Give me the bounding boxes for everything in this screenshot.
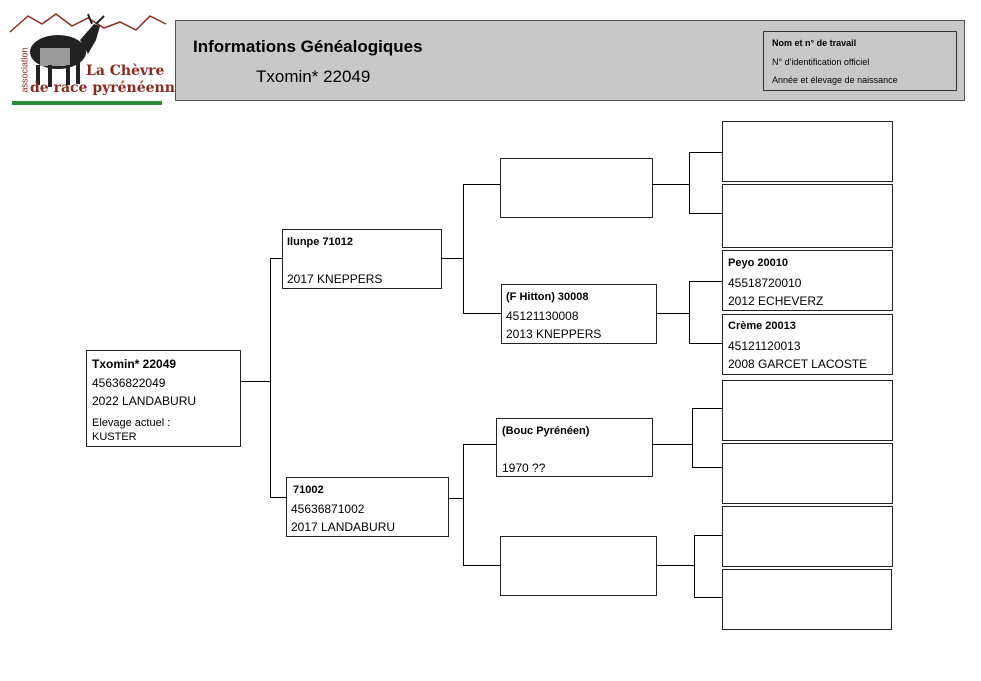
- dam-dam-card[interactable]: [500, 536, 657, 596]
- subject-id: 45636822049: [92, 376, 166, 390]
- animal-heading: Txomin* 22049: [256, 67, 371, 86]
- logo-graphic: [9, 13, 167, 87]
- sire-card[interactable]: Ilunpe 71012 2017 KNEPPERS: [282, 229, 442, 289]
- dam-card[interactable]: 71002 45636871002 2017 LANDABURU: [286, 477, 449, 537]
- header-bar: [175, 20, 965, 101]
- logo: association: [8, 10, 168, 105]
- ggp4-birth: 2008 GARCET LACOSTE: [728, 357, 868, 371]
- subject-birth: 2022 LANDABURU: [92, 394, 197, 408]
- subject-current-herd: KUSTER: [92, 431, 137, 443]
- dam-sire-birth: 1970 ??: [502, 461, 546, 475]
- sire-birth: 2017 KNEPPERS: [287, 272, 383, 286]
- great-grandparent-4[interactable]: Crème 20013 45121120013 2008 GARCET LACO…: [722, 314, 893, 375]
- dam-name: 71002: [293, 484, 324, 496]
- great-grandparent-1[interactable]: [722, 121, 893, 182]
- dam-sire-name: (Bouc Pyrénéen): [502, 425, 590, 437]
- sire-dam-birth: 2013 KNEPPERS: [506, 327, 602, 341]
- great-grandparent-3[interactable]: Peyo 20010 45518720010 2012 ECHEVERZ: [722, 250, 893, 311]
- sire-sire-card[interactable]: [500, 158, 653, 218]
- great-grandparent-8[interactable]: [722, 569, 892, 630]
- ggp4-name: Crème 20013: [728, 320, 796, 332]
- dam-birth: 2017 LANDABURU: [291, 520, 396, 534]
- great-grandparent-2[interactable]: [722, 184, 893, 248]
- sire-name: Ilunpe 71012: [287, 236, 354, 248]
- subject-card[interactable]: Txomin* 22049 45636822049 2022 LANDABURU…: [86, 350, 241, 447]
- logo-title-line2: de race pyrénéenne: [30, 80, 184, 96]
- logo-title-line1: La Chèvre: [86, 63, 165, 79]
- subject-name: Txomin* 22049: [92, 357, 177, 371]
- sire-dam-card[interactable]: (F Hitton) 30008 45121130008 2013 KNEPPE…: [501, 284, 657, 344]
- subject-current-label: Elevage actuel :: [92, 417, 171, 429]
- ggp3-name: Peyo 20010: [728, 257, 788, 269]
- dam-sire-card[interactable]: (Bouc Pyrénéen) 1970 ??: [496, 418, 653, 477]
- great-grandparent-5[interactable]: [722, 380, 893, 441]
- legend-line-id: N° d'identification officiel: [772, 57, 870, 67]
- sire-dam-id: 45121130008: [506, 309, 579, 323]
- ggp3-birth: 2012 ECHEVERZ: [728, 294, 824, 308]
- ggp3-id: 45518720010: [728, 276, 802, 290]
- legend-line-birth: Année et élevage de naissance: [772, 75, 898, 85]
- legend-line-name: Nom et n° de travail: [772, 38, 857, 48]
- great-grandparent-6[interactable]: [722, 443, 893, 504]
- great-grandparent-7[interactable]: [722, 506, 893, 567]
- page-title: Informations Généalogiques: [193, 37, 423, 56]
- sire-dam-name: (F Hitton) 30008: [506, 291, 589, 303]
- logo-assoc-text: association: [19, 47, 30, 93]
- ggp4-id: 45121120013: [728, 339, 801, 353]
- dam-id: 45636871002: [291, 502, 365, 516]
- logo-underline: [12, 101, 162, 105]
- legend-box: [763, 31, 957, 91]
